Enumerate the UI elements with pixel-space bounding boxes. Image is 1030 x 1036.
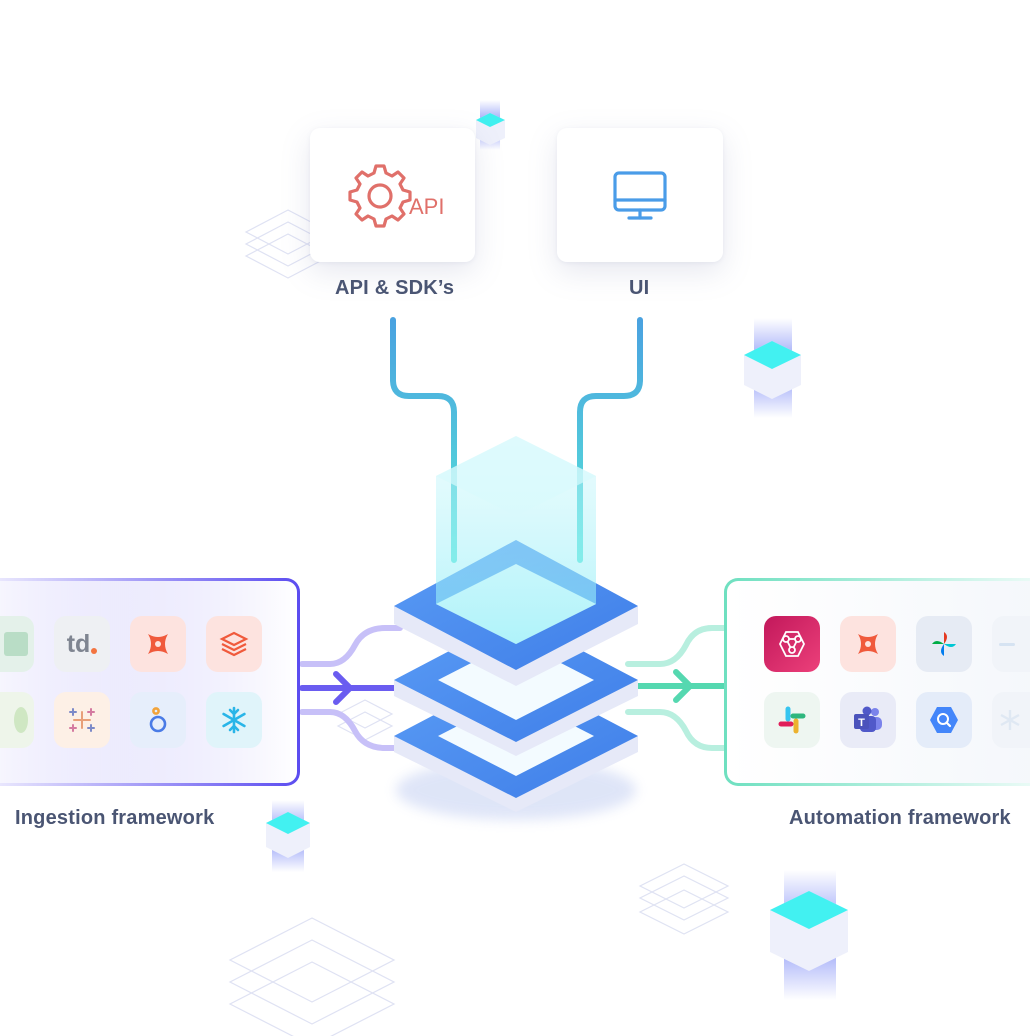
gear-api-icon: API [348,164,444,228]
ingestion-label: Ingestion framework [15,807,215,829]
bigquery-logo-icon[interactable] [916,692,972,748]
faded-tool-icon[interactable] [992,616,1030,672]
cube-left-lower [266,800,310,872]
central-platform-stack [394,436,638,820]
green-tool-icon[interactable] [0,616,34,672]
teradata-logo-text: td [66,629,91,658]
ui-label: UI [629,277,650,299]
monitor-icon [613,171,667,220]
svg-text:T: T [858,717,865,729]
api-icon-text: API [409,194,444,219]
looker-logo-icon[interactable] [130,692,186,748]
faded-tool-icon-2[interactable] [992,692,1030,748]
ui-connector-line [577,317,643,563]
databricks-logo-icon[interactable] [206,616,262,672]
ingestion-panel [0,578,300,786]
cube-top-small [476,100,505,150]
dbt-logo-icon[interactable] [130,616,186,672]
teradata-logo-icon[interactable]: td [54,616,110,672]
dbt-logo-icon-2[interactable] [840,616,896,672]
teams-logo-icon[interactable]: T [840,692,896,748]
automation-label: Automation framework [789,807,1011,829]
automation-connectors [625,625,727,751]
tableau-logo-icon[interactable] [54,692,110,748]
ingestion-connectors [299,625,403,751]
snowflake-logo-icon[interactable] [206,692,262,748]
cube-bottom-right [770,870,848,1000]
automation-panel [724,578,1030,786]
slack-logo-icon[interactable] [764,692,820,748]
api-sdk-label: API & SDK’s [335,277,455,299]
airflow-logo-icon[interactable] [916,616,972,672]
eventbridge-logo-icon[interactable] [764,616,820,672]
cube-right-upper [744,318,801,418]
api-sdk-card[interactable]: API [310,128,475,262]
leaf-tool-icon[interactable] [0,692,34,748]
api-connector-line [390,317,457,563]
ui-card[interactable] [557,128,723,262]
